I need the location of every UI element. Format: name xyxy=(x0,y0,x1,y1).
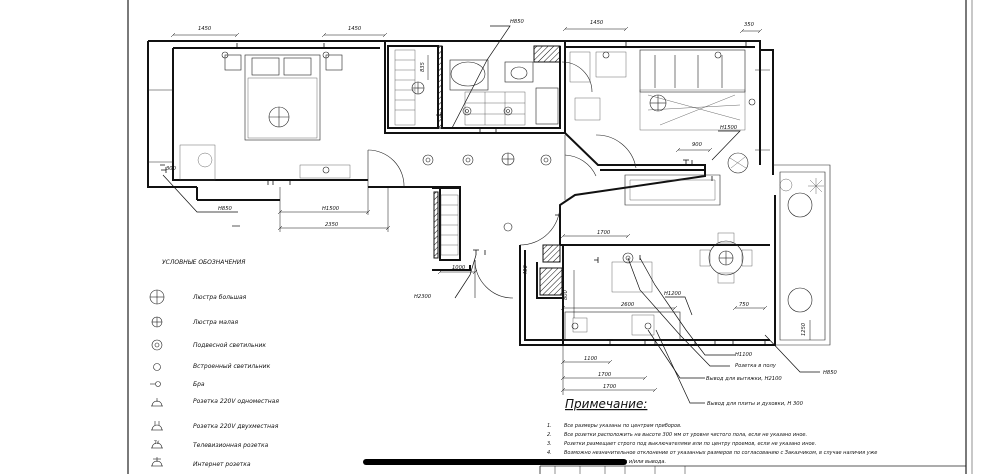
dim-1450-right: 1450 xyxy=(590,20,604,26)
legend-item-5: Розетка 220V одноместная xyxy=(193,398,279,405)
dim-h850-bl: H850 xyxy=(218,206,233,212)
dim-1100: 1100 xyxy=(584,356,598,362)
legend-item-7: Телевизионная розетка xyxy=(193,442,269,449)
legend-chandelier-small-icon xyxy=(151,316,163,328)
legend-chandelier-large-icon xyxy=(149,289,165,305)
pendant-light-icon xyxy=(422,106,634,264)
leader-lines xyxy=(162,25,820,404)
home-indicator xyxy=(363,459,627,465)
legend-item-1: Люстра малая xyxy=(192,319,238,326)
light-fixtures xyxy=(221,51,756,330)
dimension-lines xyxy=(170,26,811,395)
legend-sconce-icon xyxy=(150,381,161,387)
dim-h1200: H1200 xyxy=(664,291,682,297)
sheet-frame xyxy=(127,0,973,474)
doors xyxy=(367,61,637,299)
callout-socket-floor: Розетка в полу xyxy=(735,363,777,369)
dim-1250: 1250 xyxy=(801,322,807,336)
note-text: Розетки размещает строго под выключателя… xyxy=(564,441,816,447)
note-text: Все розетки расположить на высоте 300 мм… xyxy=(564,432,807,438)
note-num: 1. xyxy=(547,423,552,429)
dim-h1500-bed: H1500 xyxy=(322,206,340,212)
legend-socket-double-icon xyxy=(151,421,163,431)
callouts: Розетка в полу Вывод для вытяжки, H2100 … xyxy=(706,363,804,407)
furniture xyxy=(179,49,824,341)
dim-300: 300 xyxy=(166,166,177,172)
svg-text:TV: TV xyxy=(153,440,159,445)
walls xyxy=(147,40,831,346)
recessed-light-icon xyxy=(221,51,756,330)
dim-2350: 2350 xyxy=(325,222,339,228)
chandelier-small-icon xyxy=(501,152,515,166)
note-text: Возможно незначительное отклонение от ук… xyxy=(564,450,877,456)
legend-socket-single-icon xyxy=(151,398,163,407)
dim-h1100: H1100 xyxy=(735,352,753,358)
legend-item-2: Подвесной светильник xyxy=(193,342,266,349)
dim-1700-kitchen: 1700 xyxy=(597,230,611,236)
dim-h850-right: H850 xyxy=(823,370,838,376)
legend-item-3: Встроенный светильник xyxy=(193,363,271,370)
dim-835: 835 xyxy=(420,61,426,72)
dim-h1500-living: H1500 xyxy=(720,125,738,131)
legend-item-6: Розетка 220V двухместная xyxy=(193,423,279,430)
note-text: Все размеры указаны по центрам приборов. xyxy=(564,423,682,429)
dim-1700-b: 1700 xyxy=(603,384,617,390)
legend-internet-socket-icon xyxy=(151,457,163,467)
dim-350: 350 xyxy=(744,22,755,28)
dim-900: 900 xyxy=(692,142,703,148)
notes-title: Примечание: xyxy=(565,397,647,411)
dim-400: 400 xyxy=(523,264,529,275)
note-num: 2. xyxy=(547,432,552,438)
dim-1450-mid: 1450 xyxy=(348,26,362,32)
dim-800: 800 xyxy=(563,289,569,300)
callout-stove-outlet: Вывод для плиты и духовки, H 300 xyxy=(707,401,804,407)
legend-item-8: Интернет розетка xyxy=(193,461,251,468)
dim-1450-left: 1450 xyxy=(198,26,212,32)
dim-750: 750 xyxy=(739,302,750,308)
title-block xyxy=(539,465,966,474)
legend-tv-socket-icon: TV xyxy=(151,440,163,449)
dim-1700-a: 1700 xyxy=(598,372,612,378)
chandelier-small-icon xyxy=(649,94,667,112)
notes: Примечание: 1. Все размеры указаны по це… xyxy=(547,397,877,465)
dim-h2300: H2300 xyxy=(414,294,432,300)
wall-sockets xyxy=(160,42,768,345)
chandelier-small-icon xyxy=(411,81,425,95)
note-num: 3. xyxy=(547,441,552,447)
dim-2600: 2600 xyxy=(621,302,635,308)
legend-pendant-light-icon xyxy=(151,339,163,351)
legend-recessed-light-icon xyxy=(153,363,161,371)
callout-hood-outlet: Вывод для вытяжки, H2100 xyxy=(706,376,782,382)
note-num: 4. xyxy=(547,450,552,456)
legend-title: УСЛОВНЫЕ ОБОЗНАЧЕНИЯ xyxy=(162,259,245,266)
chandelier-small-icon xyxy=(718,250,734,266)
legend-item-0: Люстра большая xyxy=(192,294,247,301)
dim-1000: 1000 xyxy=(452,265,466,271)
dim-h850-top: H850 xyxy=(510,19,525,25)
legend: УСЛОВНЫЕ ОБОЗНАЧЕНИЯ Люстра большая Люст… xyxy=(149,259,279,468)
legend-item-4: Бра xyxy=(193,381,205,388)
dimension-labels: 1450 1450 1450 350 H850 835 300 H850 H15… xyxy=(166,19,838,390)
chandelier-large-icon xyxy=(268,106,290,128)
